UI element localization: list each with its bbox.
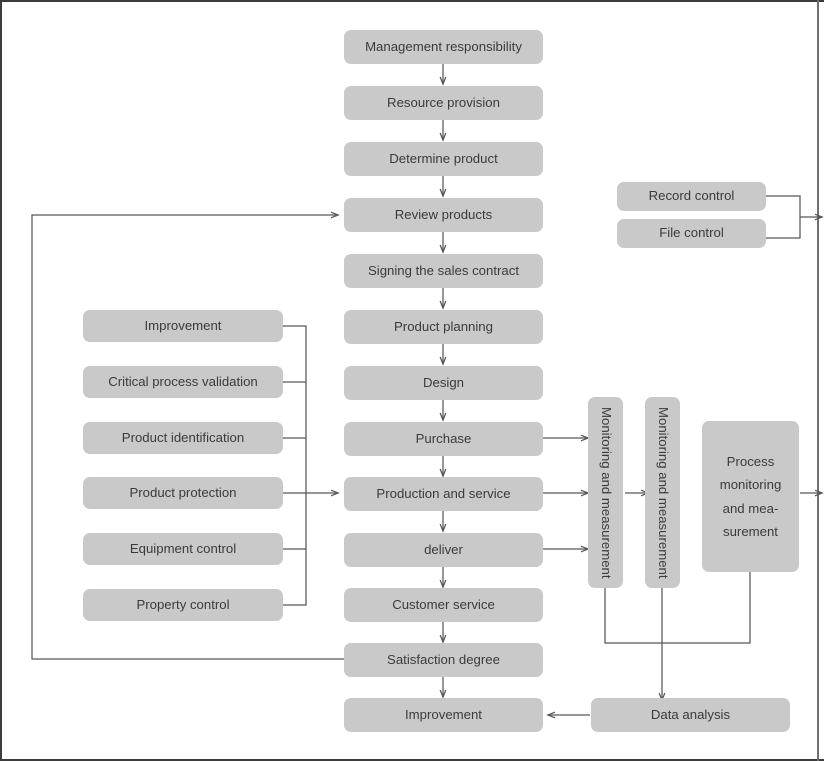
process-monitoring-line-2: monitoring <box>719 477 782 493</box>
node-determine-product[interactable]: Determine product <box>344 142 543 176</box>
node-product-protection[interactable]: Product protection <box>83 477 283 509</box>
node-satisfaction-degree[interactable]: Satisfaction degree <box>344 643 543 677</box>
node-resource-provision[interactable]: Resource provision <box>344 86 543 120</box>
node-monitoring-and-measurement-2[interactable]: Monitoring and measurement <box>645 397 680 588</box>
node-equipment-control[interactable]: Equipment control <box>83 533 283 565</box>
node-file-control[interactable]: File control <box>617 219 766 248</box>
node-management-responsibility[interactable]: Management responsibility <box>344 30 543 64</box>
node-improvement-main[interactable]: Improvement <box>344 698 543 732</box>
node-property-control[interactable]: Property control <box>83 589 283 621</box>
node-data-analysis[interactable]: Data analysis <box>591 698 790 732</box>
document-control-bracket <box>766 195 801 239</box>
node-production-and-service[interactable]: Production and service <box>344 477 543 511</box>
node-critical-process-validation[interactable]: Critical process validation <box>83 366 283 398</box>
node-process-monitoring-and-measurement[interactable]: Process monitoring and mea- surement <box>702 421 799 572</box>
frame-border-bottom <box>0 759 824 761</box>
support-bus-trunk <box>283 325 307 606</box>
node-design[interactable]: Design <box>344 366 543 400</box>
node-monitoring-and-measurement-1[interactable]: Monitoring and measurement <box>588 397 623 588</box>
process-monitoring-line-1: Process <box>726 454 775 470</box>
node-purchase[interactable]: Purchase <box>344 422 543 456</box>
frame-border-top <box>0 0 824 2</box>
node-record-control[interactable]: Record control <box>617 182 766 211</box>
node-product-identification[interactable]: Product identification <box>83 422 283 454</box>
node-product-planning[interactable]: Product planning <box>344 310 543 344</box>
frame-border-right <box>817 0 819 761</box>
process-monitoring-line-3: and mea- <box>722 500 779 516</box>
frame-border-left <box>0 0 2 761</box>
node-deliver[interactable]: deliver <box>344 533 543 567</box>
process-monitoring-line-4: surement <box>723 523 778 539</box>
node-signing-the-sales-contract[interactable]: Signing the sales contract <box>344 254 543 288</box>
node-customer-service[interactable]: Customer service <box>344 588 543 622</box>
node-review-products[interactable]: Review products <box>344 198 543 232</box>
node-improvement-support[interactable]: Improvement <box>83 310 283 342</box>
